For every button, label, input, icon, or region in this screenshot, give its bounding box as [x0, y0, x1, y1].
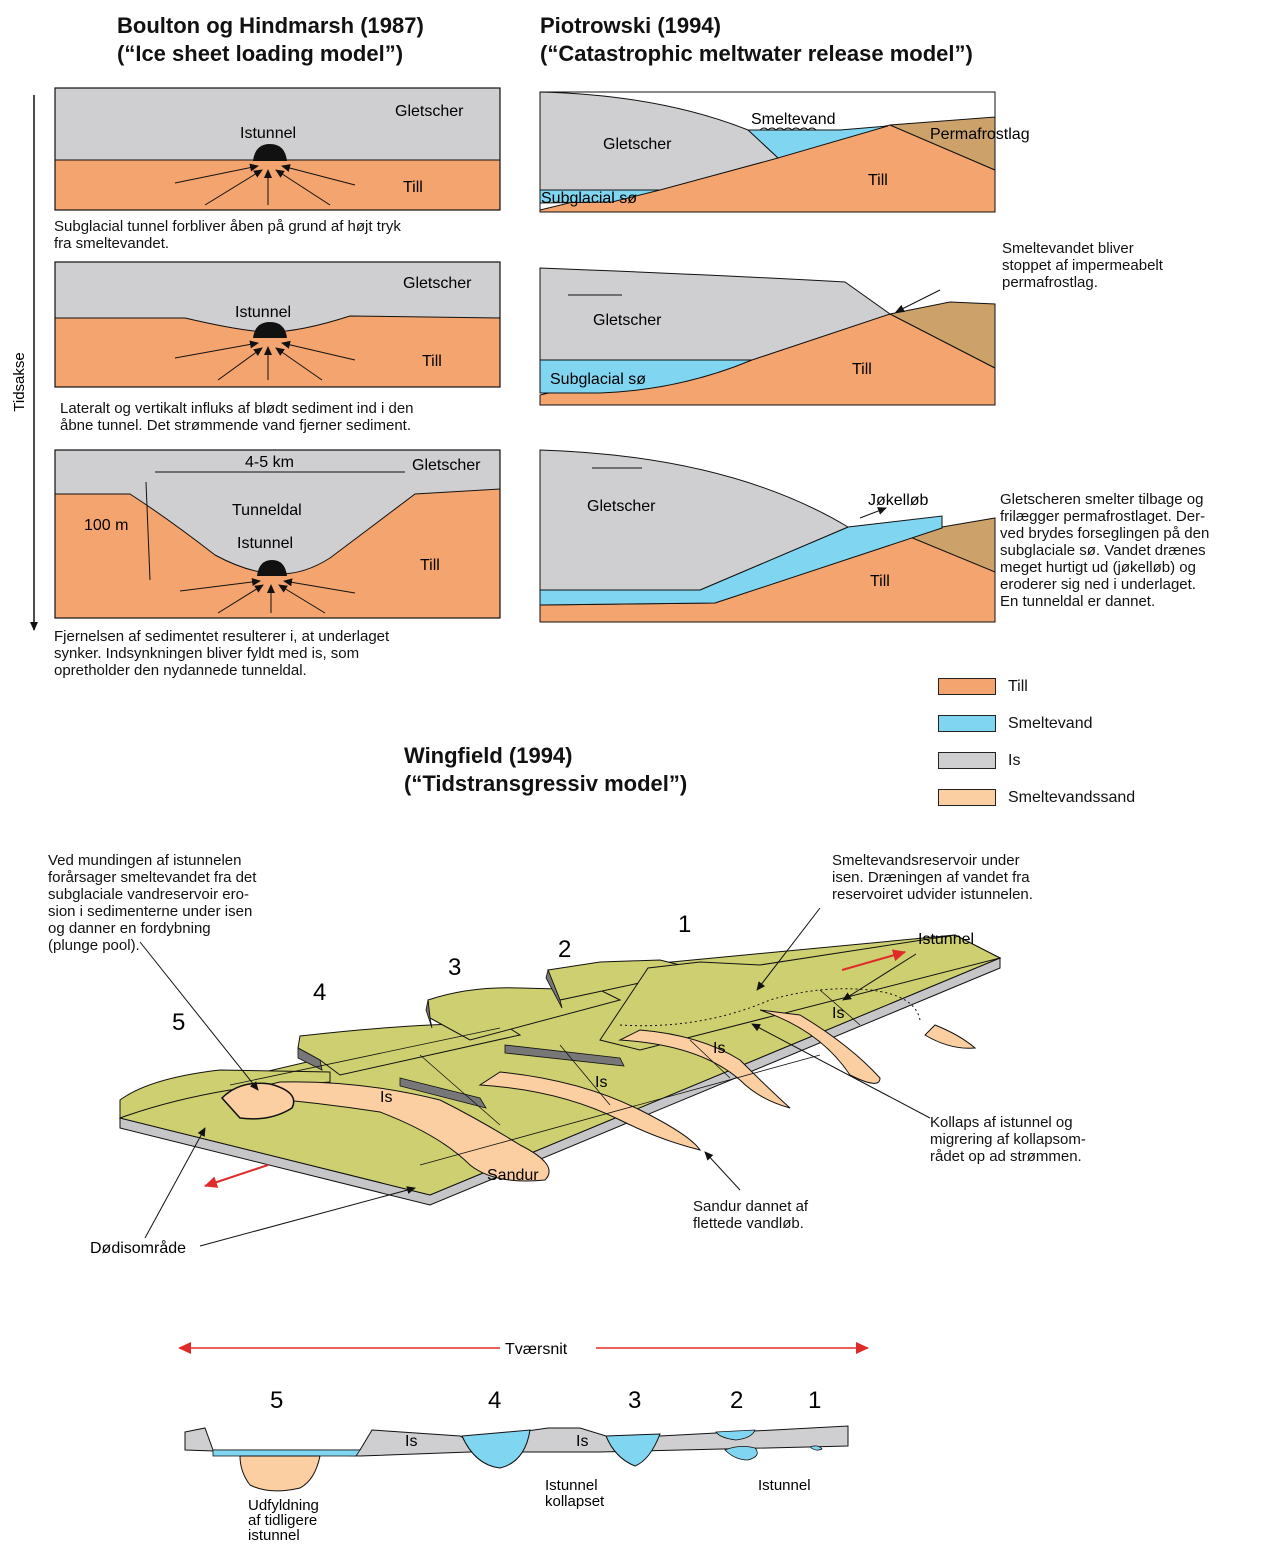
section-number-2: 2: [730, 1387, 743, 1414]
pointer-dodis-1: [145, 1128, 205, 1238]
label-gletscher: Gletscher: [395, 103, 464, 120]
label-smeltevand: Smeltevand: [751, 111, 836, 128]
boulton-panel-3: 4-5 km Gletscher 100 m Tunneldal Istunne…: [55, 450, 500, 618]
section-number-4: 4: [488, 1387, 501, 1414]
cross-section: Tværsnit 5 4 3 2 1 Is Is Udfyldning af t…: [180, 1341, 868, 1544]
piotrowski-panel-3: Gletscher Jøkelløb Till: [540, 450, 995, 622]
time-axis-label: Tidsakse: [11, 352, 28, 411]
section-istunnel-note: Istunnel: [758, 1477, 811, 1494]
label-till: Till: [422, 353, 442, 370]
flow-arrow-red-downstream: [205, 1165, 268, 1186]
section-number-3: 3: [628, 1387, 641, 1414]
label-is: Is: [595, 1074, 607, 1091]
label-istunnel: Istunnel: [237, 535, 293, 552]
label-istunnel: Istunnel: [918, 931, 974, 948]
label-tunneldal: Tunneldal: [232, 502, 302, 519]
label-sandur: Sandur: [487, 1167, 539, 1184]
label-istunnel: Istunnel: [240, 125, 296, 142]
label-depth: 100 m: [84, 517, 128, 534]
label-till: Till: [868, 172, 888, 189]
label-till: Till: [870, 573, 890, 590]
section-label-is: Is: [405, 1433, 417, 1450]
label-subglacial-soe: Subglacial sø: [550, 371, 646, 388]
label-istunnel: Istunnel: [235, 304, 291, 321]
label-gletscher: Gletscher: [412, 457, 481, 474]
label-till: Till: [403, 179, 423, 196]
jokellob-arrow: [860, 508, 886, 518]
till-layer: [55, 160, 500, 210]
label-jokellob: Jøkelløb: [868, 492, 929, 509]
channel-1b: [925, 1025, 975, 1048]
label-gletscher: Gletscher: [593, 312, 662, 329]
pointer-plunge: [140, 942, 258, 1090]
label-till: Till: [420, 557, 440, 574]
block-number-5: 5: [172, 1009, 185, 1036]
label-subglacial-soe: Subglacial sø: [541, 190, 637, 207]
label-gletscher: Gletscher: [403, 275, 472, 292]
section-fill-note: Udfyldning af tidligere istunnel: [248, 1497, 323, 1544]
time-axis: Tidsakse: [11, 95, 34, 630]
section-water-5: [213, 1450, 360, 1456]
piotrowski-panel-1: Gletscher Smeltevand Permafrostlag Till …: [540, 92, 1030, 212]
section-tunnel-2: [725, 1446, 757, 1460]
block-number-1: 1: [678, 911, 691, 938]
section-fill-5: [240, 1456, 320, 1491]
section-number-1: 1: [808, 1387, 821, 1414]
section-collapsed-3: [606, 1434, 660, 1466]
piotrowski-panel-2: Gletscher Till Subglacial sø: [540, 265, 995, 405]
label-is: Is: [380, 1089, 392, 1106]
label-tvaersnit: Tværsnit: [505, 1341, 568, 1358]
block-number-4: 4: [313, 979, 326, 1006]
section-collapsed-4: [462, 1430, 530, 1468]
pointer-sandur: [705, 1152, 740, 1190]
section-collapsed-note: Istunnel kollapset: [545, 1477, 605, 1510]
section-label-is: Is: [576, 1433, 588, 1450]
boulton-panel-2: Gletscher Istunnel Till: [55, 262, 500, 387]
label-gletscher: Gletscher: [603, 136, 672, 153]
block-number-2: 2: [558, 936, 571, 963]
label-is: Is: [713, 1040, 725, 1057]
label-dodisomraade: Dødisområde: [90, 1239, 186, 1257]
boulton-panel-1: Gletscher Istunnel Till: [55, 88, 500, 210]
label-till: Till: [852, 361, 872, 378]
label-is: Is: [832, 1005, 844, 1022]
wingfield-block-diagram: 1 2 3 4 5 Is Is Is Is Sandur Istunnel Dø…: [90, 908, 1000, 1257]
label-permafrost: Permafrostlag: [930, 126, 1030, 143]
label-gletscher: Gletscher: [587, 498, 656, 515]
block-number-3: 3: [448, 954, 461, 981]
section-number-5: 5: [270, 1387, 283, 1414]
label-width: 4-5 km: [245, 454, 294, 471]
pointer-dodis-2: [200, 1188, 415, 1246]
